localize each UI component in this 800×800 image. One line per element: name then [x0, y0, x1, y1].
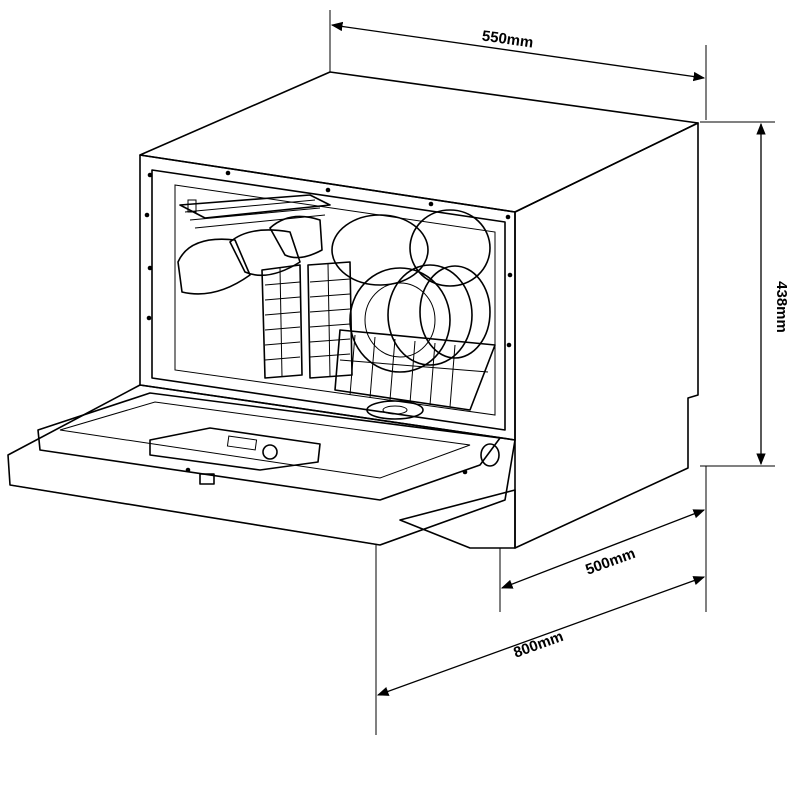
dimension-width: 550mm	[330, 21, 706, 82]
side-panel	[514, 122, 699, 549]
detergent-dispenser	[149, 427, 321, 471]
upper-rack	[177, 194, 331, 295]
dimension-depth: 500mm	[500, 509, 706, 589]
dishwasher	[7, 71, 699, 549]
dimension-height: 438mm	[756, 122, 790, 466]
door-hinge	[480, 443, 500, 467]
open-door	[7, 384, 516, 546]
spray-arm	[366, 400, 424, 420]
dimension-depth-open: 800mm	[376, 576, 706, 696]
top-panel	[139, 71, 699, 213]
frame-screws	[144, 170, 513, 348]
base-plinth	[399, 489, 516, 549]
door-outer	[7, 384, 516, 546]
interior-cavity	[151, 169, 506, 431]
door-latch	[199, 473, 215, 485]
plates	[331, 209, 491, 373]
door-inner-tray	[37, 392, 501, 501]
depth-open-label: 800mm	[511, 628, 565, 662]
cutlery-baskets	[261, 261, 353, 379]
depth-label: 500mm	[583, 545, 637, 579]
lower-rack	[334, 329, 496, 420]
height-label: 438mm	[773, 281, 790, 333]
front-frame	[139, 154, 516, 441]
